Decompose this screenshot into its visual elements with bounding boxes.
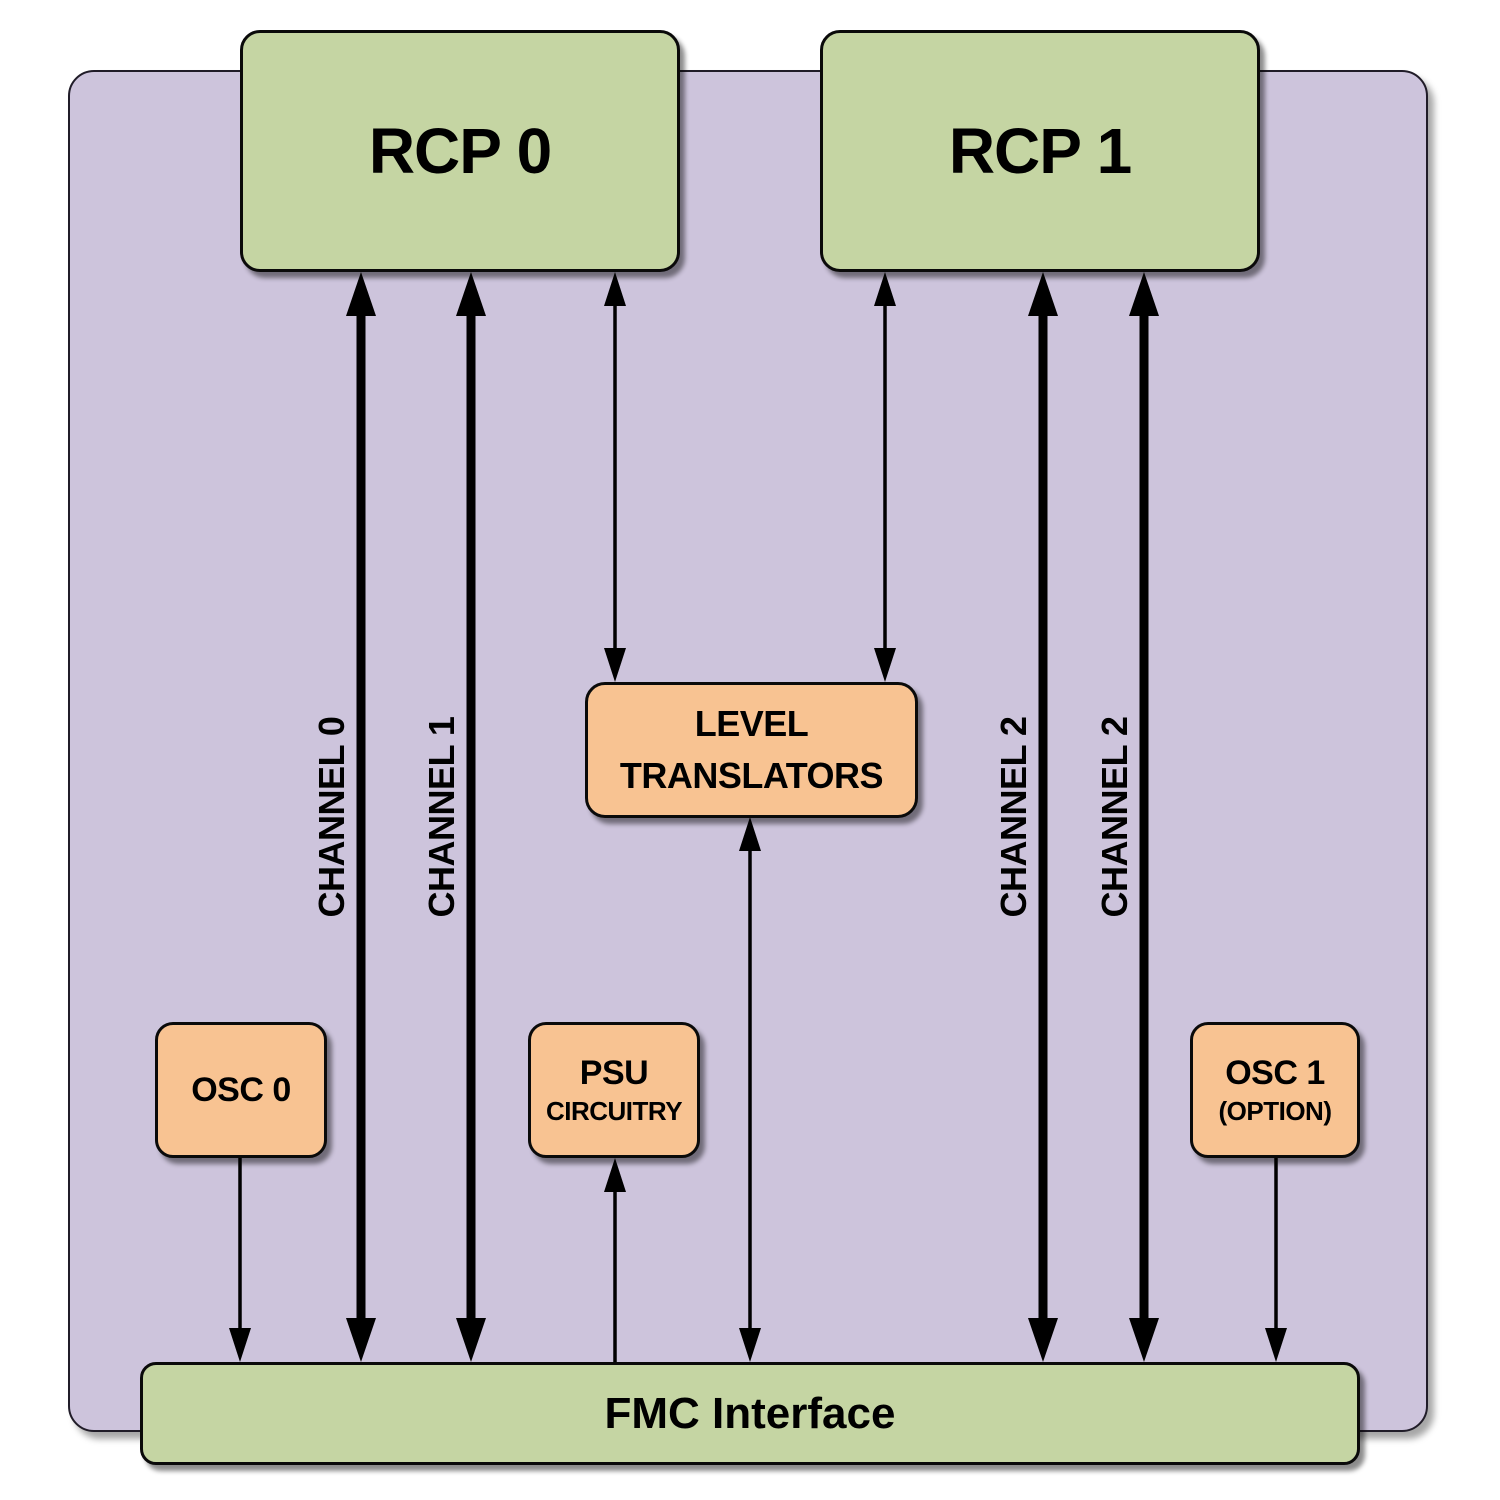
osc1-label-line1: OSC 1 [1225, 1054, 1325, 1092]
osc1-box: OSC 1 (OPTION) [1190, 1022, 1360, 1158]
osc0-label: OSC 0 [191, 1070, 291, 1109]
channel-1-label: CHANNEL 1 [421, 716, 462, 918]
channel-2a-label: CHANNEL 2 [993, 716, 1034, 918]
fmc-interface-box: FMC Interface [140, 1362, 1360, 1465]
osc0-fmc-arrow [229, 1158, 251, 1362]
level-translators-label-line1: LEVEL [694, 702, 809, 744]
fmc-psu-arrow [604, 1158, 626, 1362]
rcp1-box: RCP 1 [820, 30, 1260, 272]
channel-0-arrow [346, 272, 376, 1362]
level-translators-fmc-arrow [739, 817, 761, 1362]
level-translators-box: LEVEL TRANSLATORS [585, 682, 918, 818]
channel-1-arrow [456, 272, 486, 1362]
channel-2b-label: CHANNEL 2 [1094, 716, 1135, 918]
psu-label-line1: PSU [579, 1054, 649, 1092]
level-translators-label-line2: TRANSLATORS [619, 755, 884, 796]
osc0-box: OSC 0 [155, 1022, 327, 1158]
rcp0-level-translators-arrow [604, 272, 626, 682]
fmc-interface-label: FMC Interface [604, 1388, 896, 1438]
rcp1-label: RCP 1 [948, 115, 1132, 187]
psu-box: PSU CIRCUITRY [528, 1022, 700, 1158]
rcp0-box: RCP 0 [240, 30, 680, 272]
rcp1-level-translators-arrow [874, 272, 896, 682]
channel-0-label: CHANNEL 0 [311, 716, 352, 918]
channel-2a-arrow [1028, 272, 1058, 1362]
osc1-fmc-arrow [1265, 1158, 1287, 1362]
rcp0-label: RCP 0 [368, 115, 552, 187]
channel-2b-arrow [1129, 272, 1159, 1362]
psu-label-line2: CIRCUITRY [545, 1096, 683, 1127]
osc1-label-line2: (OPTION) [1218, 1096, 1333, 1127]
